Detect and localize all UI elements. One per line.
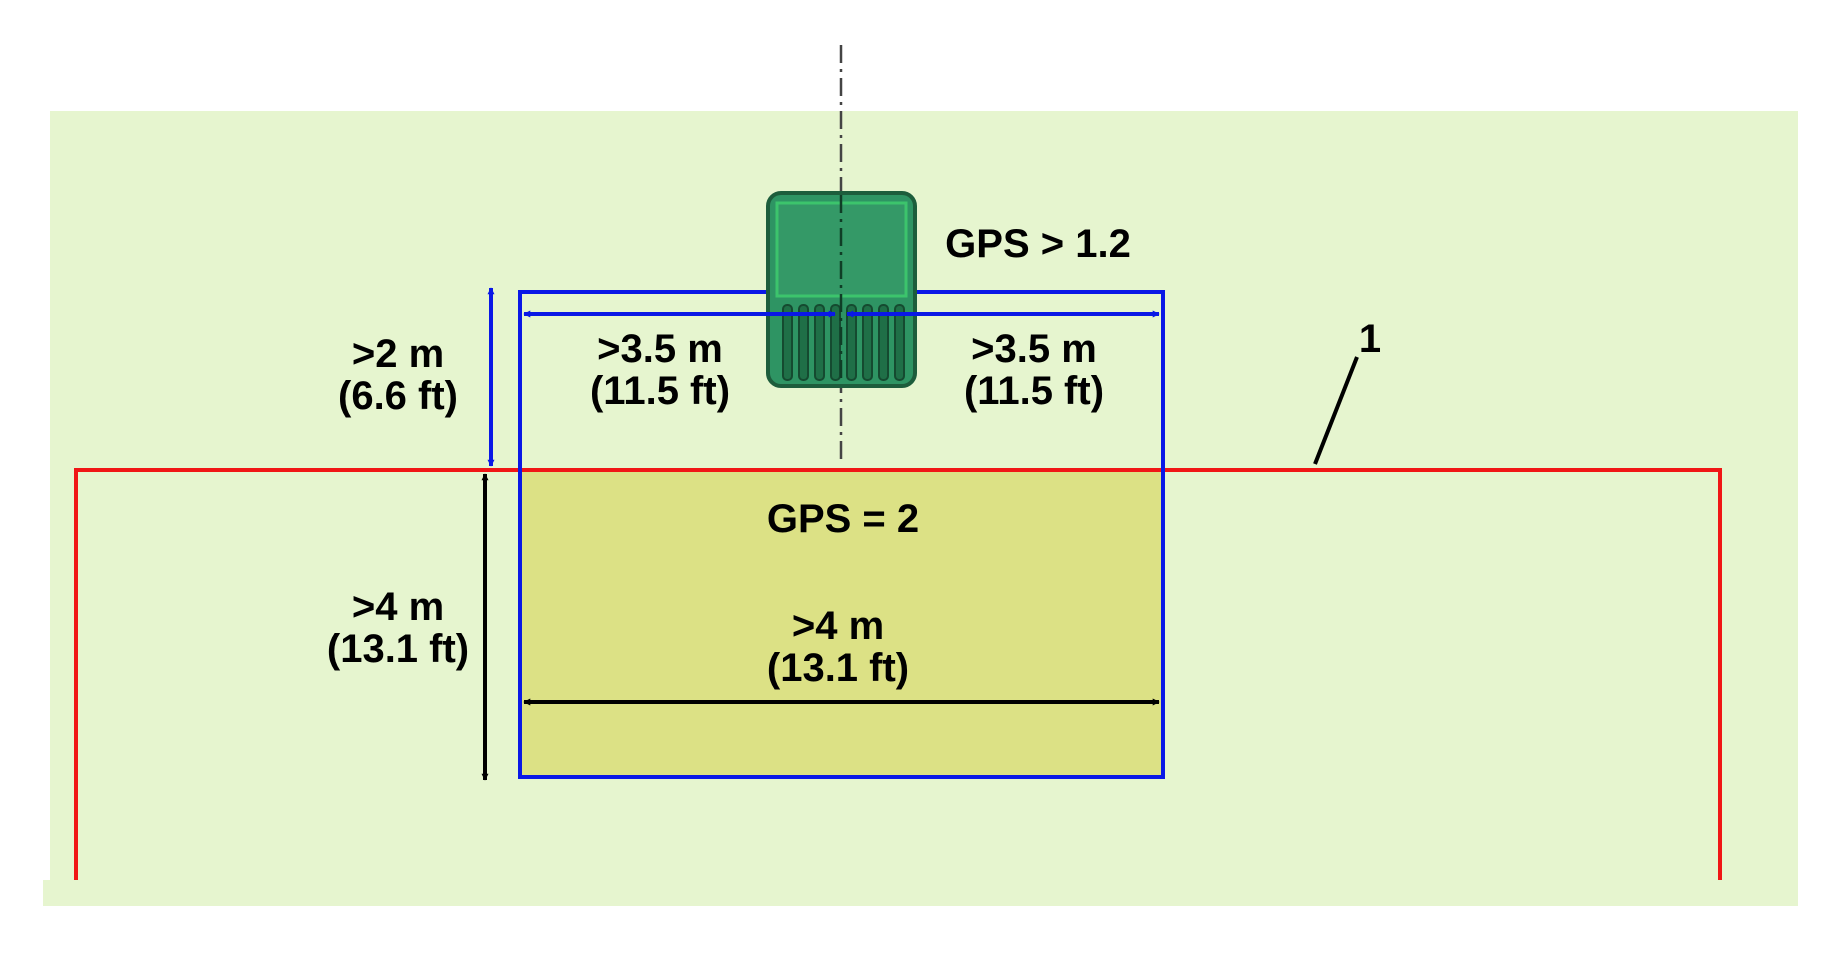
gps-above-label: GPS > 1.2: [945, 222, 1131, 266]
left-width-label-m: >3.5 m: [597, 327, 723, 371]
gps-zone-fill: [520, 470, 1163, 777]
zone-width-label-ft: (13.1 ft): [767, 646, 909, 690]
zone-height-label-m: >4 m: [352, 585, 444, 629]
zone-height-label-ft: (13.1 ft): [327, 627, 469, 671]
gps-zone-label: GPS = 2: [767, 497, 919, 541]
top-height-label-m: >2 m: [352, 332, 444, 376]
zone-width-label-m: >4 m: [792, 604, 884, 648]
right-width-label-m: >3.5 m: [971, 327, 1097, 371]
harvester-icon: [766, 191, 917, 388]
top-height-label-ft: (6.6 ft): [338, 374, 458, 418]
field-boundary-line: [74, 468, 1722, 880]
callout-number: 1: [1359, 317, 1381, 361]
field-bottom-strip: [43, 880, 1798, 906]
left-width-label-ft: (11.5 ft): [590, 369, 730, 413]
callout-leader-line: [1313, 356, 1359, 465]
right-width-label-ft: (11.5 ft): [964, 369, 1104, 413]
